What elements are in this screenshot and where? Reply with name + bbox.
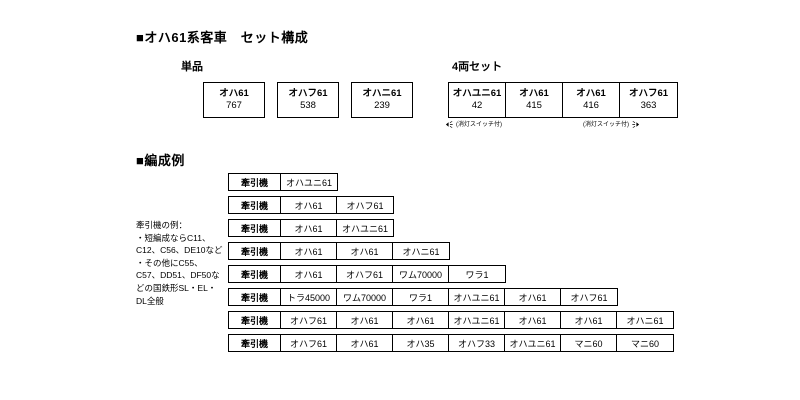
formation-car-cell: ワム70000 bbox=[393, 266, 449, 282]
car-name: オハ61 bbox=[519, 88, 549, 99]
formation-car-cell: マニ60 bbox=[561, 335, 617, 351]
formation-car-cell: オハユニ61 bbox=[285, 177, 332, 188]
formation-car-cell: オハ61 bbox=[337, 243, 393, 259]
lamp-switch-icon bbox=[631, 120, 640, 129]
formation-locomotive-cell: 牽引機 bbox=[229, 174, 281, 190]
formation-car-cell: オハユニ61 bbox=[505, 335, 561, 351]
formation-car-cell: オハ61 bbox=[561, 312, 617, 328]
singles-label: 単品 bbox=[181, 61, 203, 73]
formation-car-cell: オハユニ61 bbox=[449, 289, 505, 305]
formation-car-cell: オハ35 bbox=[393, 335, 449, 351]
formation-car-cell: オハ61 bbox=[281, 243, 337, 259]
switch-note-right: (消灯スイッチ付) bbox=[583, 120, 640, 129]
car-number: 767 bbox=[226, 100, 242, 111]
formation-locomotive-cell: 牽引機 bbox=[229, 289, 281, 305]
formation-car-cell: オハ61 bbox=[505, 289, 561, 305]
formation-locomotive-cell: 牽引機 bbox=[229, 243, 281, 259]
lamp-switch-icon bbox=[445, 120, 454, 129]
car-number: 239 bbox=[374, 100, 390, 111]
car-name: オハフ61 bbox=[288, 88, 328, 99]
formation-car-cell: オハフ33 bbox=[449, 335, 505, 351]
car-name: オハニ61 bbox=[362, 88, 402, 99]
formation-car-cell: ワラ1 bbox=[465, 269, 489, 280]
formations-section-heading: ■編成例 bbox=[136, 153, 185, 168]
formation-car-cell: オハ61 bbox=[281, 266, 337, 282]
formation-car-cell: オハユニ61 bbox=[341, 223, 388, 234]
formation-row: 牽引機オハユニ61 bbox=[228, 173, 338, 191]
four-car-set-label: 4両セット bbox=[452, 61, 503, 73]
formation-locomotive-cell: 牽引機 bbox=[229, 220, 281, 236]
car-name: オハフ61 bbox=[628, 88, 669, 99]
car-number: 538 bbox=[300, 100, 316, 111]
formation-car-cell: トラ45000 bbox=[281, 289, 337, 305]
switch-note-right-text: (消灯スイッチ付) bbox=[583, 121, 629, 128]
formation-car-cell: オハ61 bbox=[505, 312, 561, 328]
formation-locomotive-cell: 牽引機 bbox=[229, 197, 281, 213]
car-number: 416 bbox=[583, 100, 599, 111]
formation-car-cell: オハニ61 bbox=[402, 246, 440, 257]
formation-car-cell: オハフ61 bbox=[570, 292, 608, 303]
car-name: オハ61 bbox=[576, 88, 606, 99]
sets-section-heading: ■オハ61系客車 セット構成 bbox=[136, 30, 309, 45]
formation-car-cell: オハフ61 bbox=[346, 200, 384, 211]
formation-car-cell: マニ60 bbox=[630, 338, 659, 349]
formation-car-cell: オハ61 bbox=[281, 197, 337, 213]
formation-row: 牽引機オハ61 オハフ61 bbox=[228, 196, 394, 214]
formation-car-cell: オハフ61 bbox=[337, 266, 393, 282]
formation-note: 牽引機の例： ・短編成ならC11、C12、C56、DE10など ・その他にC55… bbox=[136, 220, 223, 306]
formation-car-cell: オハ61 bbox=[393, 312, 449, 328]
formation-car-cell: オハニ61 bbox=[626, 315, 664, 326]
formation-car-cell: ワム70000 bbox=[337, 289, 393, 305]
formation-locomotive-cell: 牽引機 bbox=[229, 335, 281, 351]
formation-car-cell: オハユニ61 bbox=[449, 312, 505, 328]
formation-locomotive-cell: 牽引機 bbox=[229, 312, 281, 328]
switch-note-left: (消灯スイッチ付) bbox=[445, 120, 502, 129]
formation-car-cell: オハ61 bbox=[281, 220, 337, 236]
switch-note-left-text: (消灯スイッチ付) bbox=[456, 121, 502, 128]
car-number: 363 bbox=[640, 100, 657, 111]
formation-car-cell: オハ61 bbox=[337, 335, 393, 351]
car-name: オハ61 bbox=[219, 88, 249, 99]
formation-row: 牽引機オハ61 オハユニ61 bbox=[228, 219, 394, 237]
formation-car-cell: オハ61 bbox=[337, 312, 393, 328]
car-number: 415 bbox=[526, 100, 542, 111]
formation-locomotive-cell: 牽引機 bbox=[229, 266, 281, 282]
formation-car-cell: オハフ61 bbox=[281, 335, 337, 351]
car-name: オハユニ61 bbox=[452, 88, 502, 99]
formation-car-cell: ワラ1 bbox=[393, 289, 449, 305]
car-number: 42 bbox=[471, 100, 483, 111]
formation-car-cell: オハフ61 bbox=[281, 312, 337, 328]
